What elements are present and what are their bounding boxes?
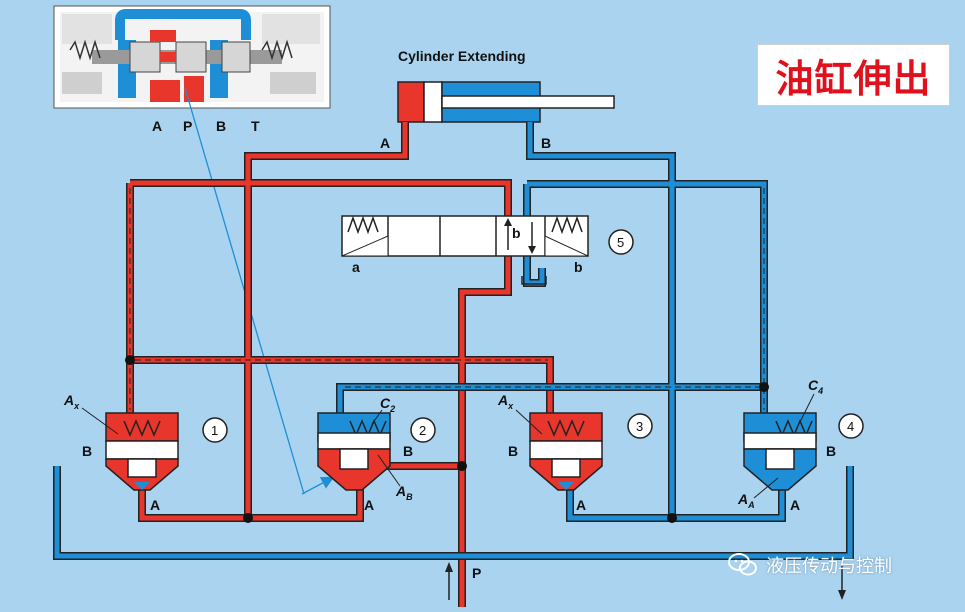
valve-2-port-a: A — [364, 497, 374, 513]
valve-1-port-b: B — [82, 443, 92, 459]
pilot-valve — [341, 215, 589, 285]
inset-port-labels: A P B T — [152, 118, 260, 134]
valve-4-area-label: A — [737, 491, 748, 507]
cn-title: 油缸伸出 — [775, 55, 932, 101]
valve-1-area-label: A — [63, 392, 74, 408]
valve-2-area-label: A — [395, 483, 406, 499]
valve-2-port-b: B — [403, 443, 413, 459]
watermark: 液压传动与控制 — [728, 552, 892, 578]
cartridge-valve-1 — [105, 412, 179, 491]
cylinder-port-b: B — [541, 135, 551, 151]
leader-lines — [81, 393, 815, 499]
inset-port-label: A — [152, 118, 162, 134]
tank-arrow — [838, 566, 846, 600]
watermark-text: 液压传动与控制 — [766, 556, 892, 577]
valve-4-number-badge: 4 — [838, 413, 864, 439]
valve-4-spring-label: C — [808, 377, 819, 393]
inset-pointer-arrow — [301, 476, 335, 495]
valve-4-area-sub: A — [747, 500, 755, 510]
pilot-valve-right-label: b — [574, 259, 583, 275]
valve-2-spring-sub: 2 — [389, 404, 395, 414]
valve-1-number: 1 — [211, 423, 218, 438]
pilot-valve-pilot-label: b — [512, 225, 521, 241]
svg-text:AB: AB — [395, 483, 413, 502]
supply-arrow — [445, 562, 453, 600]
svg-text:C2: C2 — [380, 395, 395, 414]
cn-title-box: 油缸伸出 — [757, 44, 950, 106]
valve-2-spring-label: C — [380, 395, 391, 411]
valve-1-number-badge: 1 — [202, 417, 228, 443]
pilot-valve-number: 5 — [617, 235, 624, 250]
valve-3-number: 3 — [636, 419, 643, 434]
svg-text:AA: AA — [737, 491, 755, 510]
pilot-valve-number-badge: 5 — [608, 229, 634, 255]
valve-4-port-b: B — [826, 443, 836, 459]
svg-text:C4: C4 — [808, 377, 823, 396]
valve-3-port-a: A — [576, 497, 586, 513]
inset-port-label: B — [216, 118, 226, 134]
valve-4-number: 4 — [847, 419, 854, 434]
wechat-icon — [728, 553, 757, 576]
svg-text:Ax: Ax — [497, 392, 514, 411]
cylinder — [397, 81, 615, 123]
cartridge-valve-3 — [529, 412, 603, 491]
valve-3-area-sub: x — [507, 401, 514, 411]
cartridge-valve-2 — [317, 412, 391, 491]
valve-2-number-badge: 2 — [410, 417, 436, 443]
valve-4-port-a: A — [790, 497, 800, 513]
valve-1-area-sub: x — [73, 401, 80, 411]
cylinder-port-a: A — [380, 135, 390, 151]
return-lines — [53, 122, 854, 560]
valve-3-port-b: B — [508, 443, 518, 459]
svg-text:Ax: Ax — [63, 392, 80, 411]
valve-1-port-a: A — [150, 497, 160, 513]
valve-3-number-badge: 3 — [627, 413, 653, 439]
junction-dots — [125, 355, 769, 523]
pilot-valve-left-label: a — [352, 259, 360, 275]
supply-label: P — [472, 565, 481, 581]
inset-valve-section — [53, 5, 331, 109]
inset-port-label: P — [183, 118, 192, 134]
inset-port-label: T — [251, 118, 260, 134]
cartridge-valve-4 — [743, 412, 817, 491]
valve-2-area-sub: B — [406, 492, 413, 502]
valve-3-area-label: A — [497, 392, 508, 408]
valve-4-spring-sub: 4 — [817, 386, 823, 396]
valve-2-number: 2 — [419, 423, 426, 438]
diagram-title: Cylinder Extending — [398, 48, 526, 64]
